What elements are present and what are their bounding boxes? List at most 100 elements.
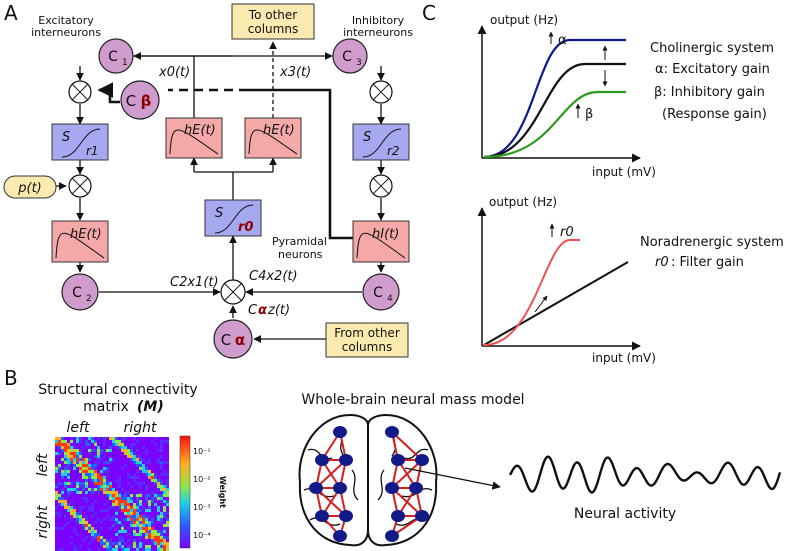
matrix-cell: [127, 539, 130, 542]
matrix-cell: [148, 500, 151, 503]
matrix-cell: [130, 515, 133, 518]
matrix-cell: [163, 512, 166, 515]
matrix-cell: [82, 539, 85, 542]
matrix-cell: [133, 473, 136, 476]
matrix-cell: [148, 458, 151, 461]
svg-text:r1: r1: [86, 144, 99, 158]
matrix-cell: [112, 515, 115, 518]
matrix-cell: [139, 545, 142, 548]
matrix-cell: [100, 536, 103, 539]
matrix-cell: [61, 440, 64, 443]
matrix-cell: [133, 533, 136, 536]
matrix-cell: [118, 446, 121, 449]
matrix-cell: [139, 518, 142, 521]
brain-node: [309, 482, 323, 494]
connectivity-matrix: [55, 437, 169, 551]
matrix-cell: [70, 509, 73, 512]
matrix-cell: [166, 548, 169, 551]
matrix-cell: [88, 464, 91, 467]
matrix-cell: [103, 437, 106, 440]
matrix-cell: [133, 476, 136, 479]
matrix-cell: [133, 494, 136, 497]
colorbar-label: Weight: [218, 476, 227, 508]
matrix-cell: [82, 458, 85, 461]
matrix-cell: [94, 512, 97, 515]
svg-text:C: C: [248, 303, 258, 318]
matrix-cell: [106, 482, 109, 485]
beta-arrow-label: β: [585, 107, 593, 122]
matrix-cell: [115, 440, 118, 443]
matrix-cell: [157, 485, 160, 488]
matrix-cell: [166, 536, 169, 539]
matrix-cell: [160, 467, 163, 470]
matrix-cell: [166, 494, 169, 497]
matrix-cell: [85, 473, 88, 476]
matrix-cell: [76, 449, 79, 452]
matrix-cell: [73, 545, 76, 548]
matrix-cell: [166, 482, 169, 485]
matrix-cell: [70, 437, 73, 440]
matrix-cell: [166, 524, 169, 527]
line-linear: [483, 261, 629, 346]
matrix-cell: [160, 488, 163, 491]
matrix-cell: [103, 488, 106, 491]
matrix-cell: [157, 497, 160, 500]
matrix-cell: [91, 473, 94, 476]
matrix-cell: [91, 464, 94, 467]
matrix-cell: [130, 455, 133, 458]
colorbar-tick-4: 10⁻⁴: [193, 531, 211, 540]
matrix-cell: [142, 515, 145, 518]
svg-text:α: α: [235, 331, 245, 349]
matrix-cell: [55, 485, 58, 488]
matrix-cell: [121, 494, 124, 497]
matrix-cell: [115, 479, 118, 482]
matrix-cell: [106, 488, 109, 491]
matrix-cell: [148, 506, 151, 509]
matrix-cell: [76, 518, 79, 521]
matrix-cell: [82, 497, 85, 500]
matrix-cell: [103, 476, 106, 479]
matrix-cell: [157, 518, 160, 521]
matrix-cell: [121, 524, 124, 527]
matrix-cell: [130, 476, 133, 479]
matrix-cell: [70, 506, 73, 509]
h-i-box: hI(t): [352, 220, 410, 263]
matrix-cell: [163, 500, 166, 503]
cholinergic-title: Cholinergic system: [650, 41, 774, 56]
matrix-cell: [139, 458, 142, 461]
matrix-cell: [97, 452, 100, 455]
matrix-cell: [148, 530, 151, 533]
matrix-cell: [103, 440, 106, 443]
matrix-cell: [166, 473, 169, 476]
matrix-cell: [145, 488, 148, 491]
matrix-cell: [163, 539, 166, 542]
matrix-cell: [79, 545, 82, 548]
brain-node: [385, 426, 399, 438]
matrix-cell: [148, 494, 151, 497]
matrix-cell: [61, 473, 64, 476]
matrix-cell: [67, 458, 70, 461]
matrix-cell: [61, 446, 64, 449]
matrix-cell: [121, 449, 124, 452]
matrix-cell: [148, 521, 151, 524]
matrix-cell: [127, 500, 130, 503]
matrix-cell: [136, 533, 139, 536]
matrix-cell: [145, 530, 148, 533]
matrix-cell: [121, 518, 124, 521]
matrix-cell: [130, 524, 133, 527]
matrix-cell: [94, 470, 97, 473]
matrix-cell: [103, 470, 106, 473]
matrix-cell: [85, 479, 88, 482]
matrix-cell: [88, 476, 91, 479]
input-p-box: p(t): [3, 175, 57, 199]
matrix-cell: [160, 518, 163, 521]
matrix-cell: [100, 452, 103, 455]
matrix-cell: [109, 458, 112, 461]
c-alpha-z-label: C α z(t): [248, 303, 290, 318]
matrix-cell: [115, 437, 118, 440]
matrix-cell: [112, 494, 115, 497]
matrix-cell: [100, 479, 103, 482]
matrix-cell: [55, 527, 58, 530]
matrix-cell: [136, 455, 139, 458]
matrix-cell: [142, 470, 145, 473]
